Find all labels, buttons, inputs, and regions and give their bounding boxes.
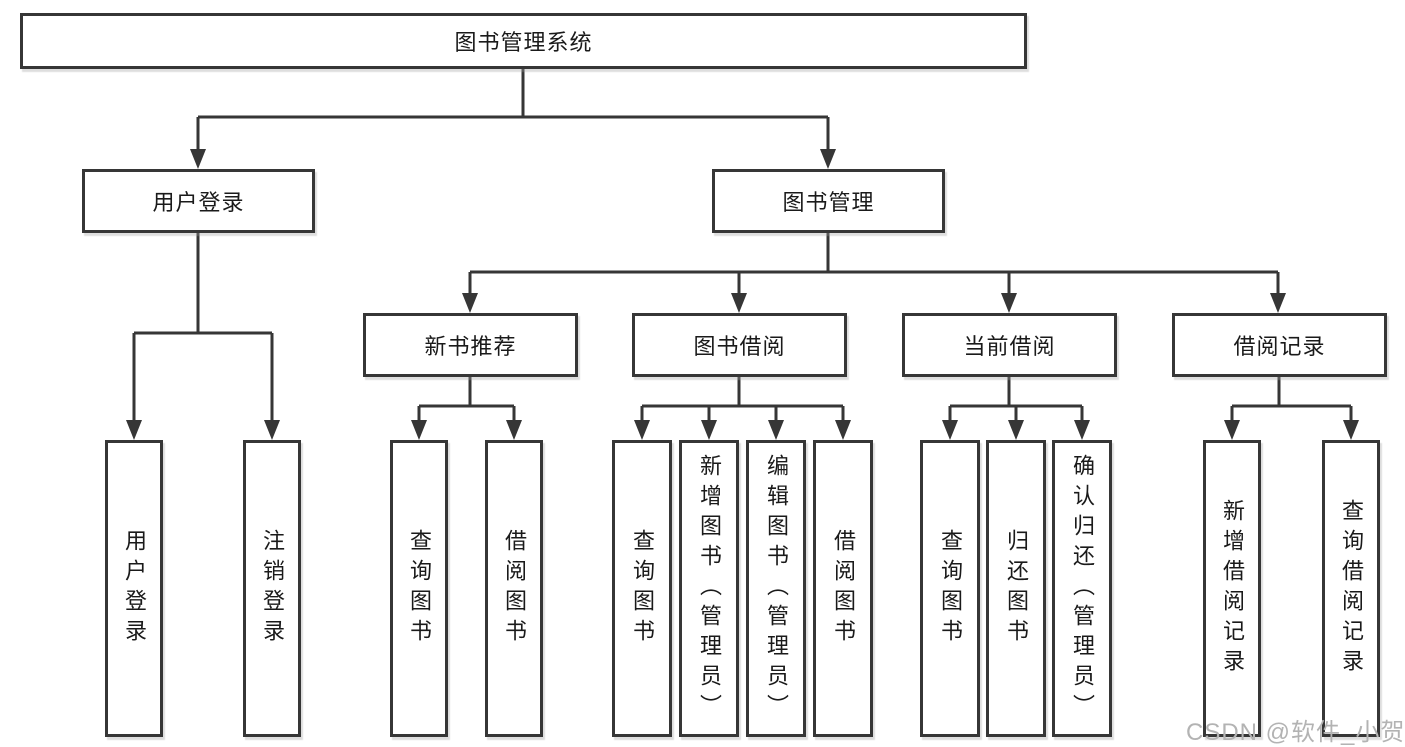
- arrowheads: [126, 149, 1359, 440]
- leaf-label: 借阅图书: [831, 528, 856, 649]
- leaf-label: 确认归还（管理员）: [1070, 453, 1095, 724]
- leaf-user-login: 用户登录: [105, 440, 163, 737]
- leaf-label: 新增图书（管理员）: [697, 453, 722, 724]
- node-borrowing-records: 借阅记录: [1172, 313, 1387, 377]
- leaf-confirm-return-admin: 确认归还（管理员）: [1052, 440, 1112, 737]
- leaf-label: 查询借阅记录: [1339, 498, 1364, 679]
- node-user-login: 用户登录: [82, 169, 315, 233]
- leaf-label: 借阅图书: [502, 528, 527, 649]
- leaf-label: 查询图书: [407, 528, 432, 649]
- leaf-add-borrow-record: 新增借阅记录: [1203, 440, 1261, 737]
- leaf-borrow-book-recommend: 借阅图书: [485, 440, 543, 737]
- node-book-management: 图书管理: [712, 169, 945, 233]
- node-label: 图书借阅: [693, 334, 786, 359]
- leaf-label: 用户登录: [122, 528, 147, 649]
- leaf-label: 新增借阅记录: [1220, 498, 1245, 679]
- node-label: 借阅记录: [1233, 334, 1326, 359]
- node-current-borrowing: 当前借阅: [902, 313, 1117, 377]
- leaf-query-borrow-record: 查询借阅记录: [1322, 440, 1380, 737]
- node-library-management-system: 图书管理系统: [20, 13, 1027, 69]
- node-book-borrowing: 图书借阅: [632, 313, 847, 377]
- leaf-label: 查询图书: [938, 528, 963, 649]
- leaf-label: 编辑图书（管理员）: [764, 453, 789, 724]
- node-label: 图书管理: [782, 190, 875, 215]
- leaf-add-book-admin: 新增图书（管理员）: [679, 440, 739, 737]
- node-new-book-recommend: 新书推荐: [363, 313, 578, 377]
- leaf-label: 查询图书: [630, 528, 655, 649]
- node-label: 用户登录: [152, 190, 245, 215]
- leaf-return-book: 归还图书: [986, 440, 1046, 737]
- leaf-query-book-recommend: 查询图书: [390, 440, 448, 737]
- node-label: 图书管理系统: [454, 30, 593, 55]
- leaf-query-book-current: 查询图书: [920, 440, 980, 737]
- leaf-label: 注销登录: [260, 528, 285, 649]
- watermark: CSDN @软件_小贺同学: [1186, 719, 1405, 746]
- node-label: 新书推荐: [424, 334, 517, 359]
- leaf-logout-login: 注销登录: [243, 440, 301, 737]
- leaf-query-book-borrowing: 查询图书: [612, 440, 672, 737]
- leaf-edit-book-admin: 编辑图书（管理员）: [746, 440, 806, 737]
- node-label: 当前借阅: [963, 334, 1056, 359]
- leaf-label: 归还图书: [1004, 528, 1029, 649]
- leaf-borrow-book-borrowing: 借阅图书: [813, 440, 873, 737]
